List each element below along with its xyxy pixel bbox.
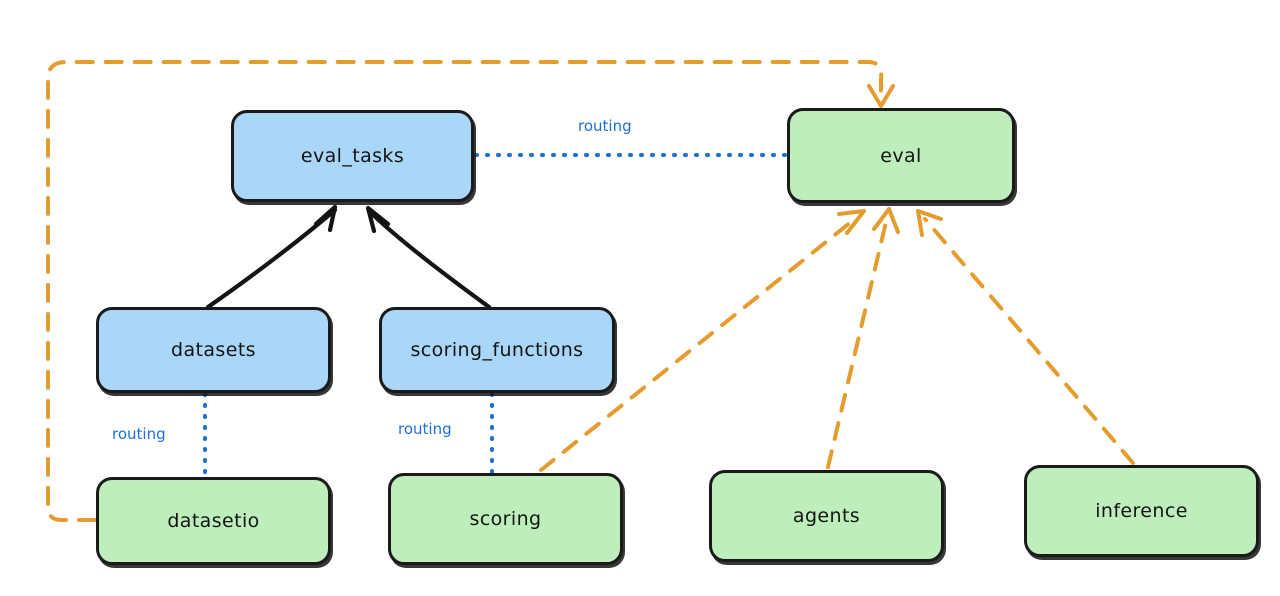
edge-datasets-to-eval-tasks <box>205 204 338 310</box>
node-label-eval-tasks: eval_tasks <box>300 145 405 167</box>
edge-label-routing-scoring-functions: routing <box>398 420 452 438</box>
node-datasets[interactable]: datasets <box>96 307 331 393</box>
node-label-scoring: scoring <box>469 508 542 530</box>
node-label-datasetio: datasetio <box>167 510 260 532</box>
node-scoring-functions[interactable]: scoring_functions <box>379 307 615 393</box>
edge-scoring-functions-to-eval-tasks <box>365 205 492 310</box>
edge-label-routing-eval: routing <box>578 117 632 135</box>
node-datasetio[interactable]: datasetio <box>96 477 331 565</box>
node-label-scoring-functions: scoring_functions <box>410 339 584 361</box>
node-label-agents: agents <box>792 505 861 527</box>
node-agents[interactable]: agents <box>709 470 944 562</box>
edge-inference-to-eval <box>916 209 1135 465</box>
node-scoring[interactable]: scoring <box>388 473 623 565</box>
edge-label-routing-datasets: routing <box>112 425 166 443</box>
node-eval-tasks[interactable]: eval_tasks <box>231 110 474 202</box>
node-eval[interactable]: eval <box>787 108 1015 203</box>
node-label-datasets: datasets <box>171 339 256 361</box>
node-label-eval: eval <box>880 144 922 167</box>
node-label-inference: inference <box>1095 500 1188 522</box>
edge-agents-to-eval <box>826 207 900 469</box>
node-inference[interactable]: inference <box>1024 465 1259 557</box>
